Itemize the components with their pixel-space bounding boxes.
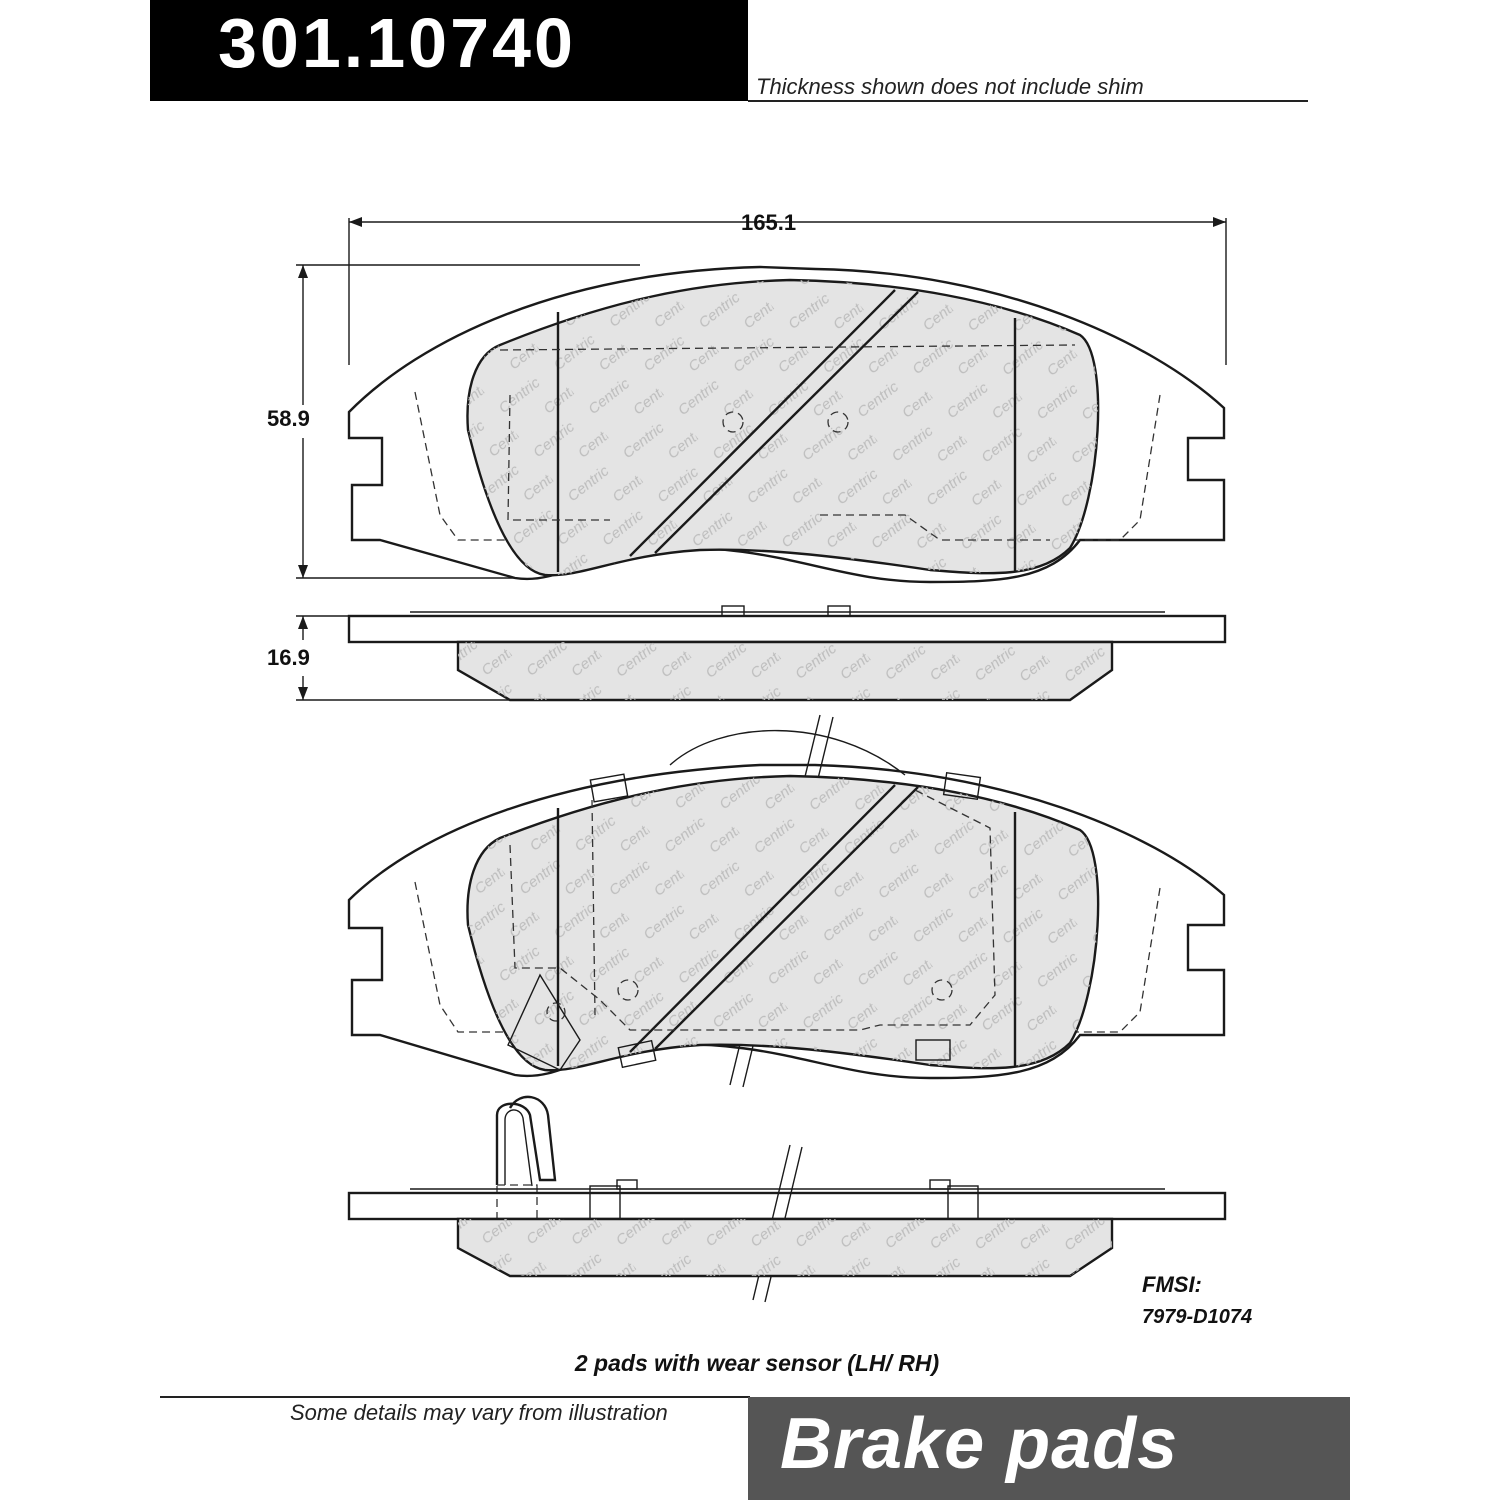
pads-note: 2 pads with wear sensor (LH/ RH) (574, 1350, 940, 1376)
width-dimension (348, 217, 1227, 365)
pad-top-view (347, 265, 1226, 584)
thickness-dimension (296, 615, 512, 701)
shim-note: Thickness shown does not include shim (756, 74, 1144, 99)
sensor-side-backing-plate (347, 1191, 1227, 1221)
pad-sensor-top-view (347, 714, 1226, 1088)
fmsi-value: 7979-D1074 (1142, 1306, 1253, 1328)
width-dimension-label: 165.1 (741, 210, 797, 235)
pad-side-view (347, 605, 1227, 702)
thickness-dimension-label: 16.9 (267, 645, 310, 670)
details-note: Some details may vary from illustration (290, 1400, 668, 1425)
part-number-box (150, 0, 748, 101)
category-box (748, 1397, 1350, 1500)
height-dimension-label: 58.9 (267, 406, 310, 431)
footer-rule (160, 1396, 750, 1398)
category-label: Brake pads (780, 1404, 1179, 1484)
part-number: 301.10740 (218, 4, 576, 82)
wear-sensor-clip (495, 1095, 557, 1185)
side-backing-plate (347, 614, 1227, 644)
fmsi-label: FMSI: (1142, 1272, 1202, 1297)
pad-sensor-side-view (347, 1095, 1227, 1303)
header-rule (748, 100, 1308, 102)
height-dimension (296, 264, 640, 579)
